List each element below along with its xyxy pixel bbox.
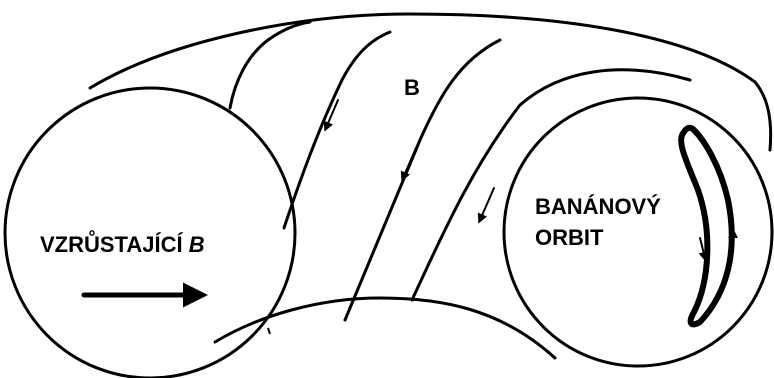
field-arrow-4: [477, 187, 495, 224]
right-cross-section: [502, 96, 774, 368]
field-line-4: [410, 68, 692, 302]
torus-outline-bottom: [213, 296, 557, 360]
label-increasing-b-symbol: B: [189, 232, 205, 257]
banana-orbit-arrow-down: [698, 237, 709, 262]
field-line-2: [282, 30, 392, 230]
label-increasing-b: VZRŮSTAJÍCÍ B: [40, 229, 205, 257]
label-increasing-b-prefix: VZRŮSTAJÍCÍ: [40, 229, 189, 257]
field-arrow-3: [400, 147, 417, 182]
label-banana-orbit-line2: ORBIT: [535, 225, 604, 250]
torus-outline-top: [88, 12, 773, 152]
field-line-3: [343, 38, 502, 322]
small-tick-mark: [267, 327, 271, 335]
field-arrow-2: [323, 99, 339, 132]
banana-orbit: [678, 124, 735, 328]
label-field-b: B: [404, 75, 420, 100]
left-cross-section: [3, 86, 297, 378]
label-banana-orbit-line1: BANÁNOVÝ: [535, 194, 661, 219]
field-line-1: [228, 20, 312, 110]
